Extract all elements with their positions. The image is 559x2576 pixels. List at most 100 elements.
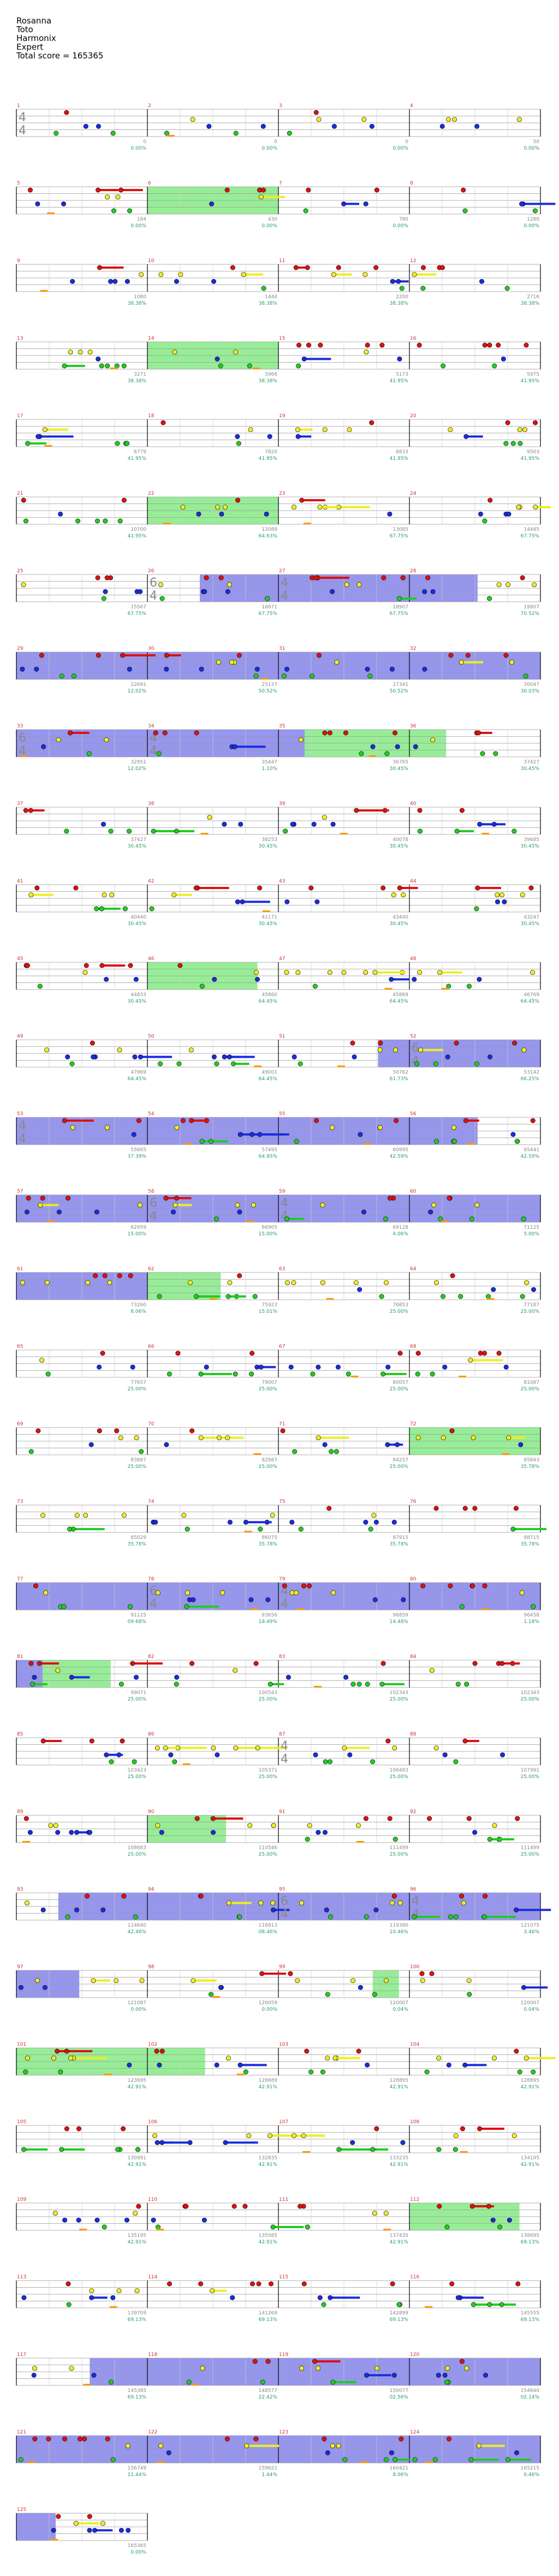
measure-number: 66 xyxy=(148,1344,154,1349)
sustain-tail xyxy=(153,830,181,832)
note-gem xyxy=(185,1526,190,1532)
measure-number: 18 xyxy=(148,413,154,419)
measure-number: 21 xyxy=(17,491,23,496)
time-signature-top: 4 xyxy=(281,1197,288,1210)
note-gem xyxy=(516,505,521,510)
measure-number: 62 xyxy=(148,1266,154,1272)
note-gem xyxy=(217,1435,222,1441)
measure-percent: 35.78% xyxy=(128,1542,147,1547)
kick-note xyxy=(363,1143,371,1145)
note-gem xyxy=(44,1280,50,1286)
measure-number: 60 xyxy=(410,1189,417,1194)
note-gem xyxy=(164,131,170,136)
time-signature-top: 4 xyxy=(412,1894,419,1908)
note-gem xyxy=(247,363,252,369)
kick-note xyxy=(466,1143,474,1145)
note-gem xyxy=(51,2056,57,2061)
measure-number: 63 xyxy=(279,1266,285,1272)
measure-number: 124 xyxy=(410,2430,419,2435)
note-gem xyxy=(305,2224,310,2230)
note-gem xyxy=(330,589,335,594)
measure-number: 4 xyxy=(410,103,413,109)
note-gem xyxy=(183,2204,189,2209)
note-gem xyxy=(482,1583,487,1589)
note-gem xyxy=(448,1583,453,1589)
note-gem xyxy=(325,2056,330,2061)
note-gem xyxy=(207,815,212,820)
note-gem xyxy=(116,2288,122,2294)
measure-score: 430 xyxy=(268,217,277,222)
note-gem xyxy=(92,2527,98,2533)
time-signature-bottom: 4 xyxy=(19,1132,26,1146)
measure-score: 50 xyxy=(533,139,540,145)
note-gem xyxy=(194,1816,200,1821)
note-gem xyxy=(447,1195,452,1201)
sustain-tail xyxy=(391,978,410,981)
measure-score: 22691 xyxy=(130,682,146,688)
note-gem xyxy=(174,1125,180,1130)
measure-number: 122 xyxy=(148,2430,157,2435)
note-gem xyxy=(397,1351,403,1356)
measure-score: 32951 xyxy=(130,760,146,765)
note-gem xyxy=(453,1759,459,1764)
measure-percent: 25.00% xyxy=(128,1697,147,1702)
measure-percent: 42.91% xyxy=(128,2085,147,2090)
note-gem xyxy=(318,342,323,348)
sustain-tail xyxy=(106,1754,123,1756)
note-gem xyxy=(154,2140,160,2145)
note-gem xyxy=(115,2147,121,2152)
note-gem xyxy=(459,1893,465,1899)
measure-number: 97 xyxy=(17,1964,23,1970)
note-gem xyxy=(312,984,318,989)
note-gem xyxy=(91,1978,96,1983)
note-gem xyxy=(134,1435,139,1441)
note-gem xyxy=(336,2443,341,2449)
note-gem xyxy=(187,1280,193,1286)
note-gem xyxy=(327,970,332,975)
note-gem xyxy=(433,1745,439,1751)
measure-number: 105 xyxy=(17,2119,26,2125)
note-gem xyxy=(167,2281,173,2287)
kick-note xyxy=(350,1376,359,1377)
note-gem xyxy=(504,286,510,291)
note-gem xyxy=(87,350,93,355)
sustain-tail xyxy=(122,654,156,656)
note-gem xyxy=(371,1513,377,1518)
note-gem xyxy=(491,2056,497,2061)
note-gem xyxy=(214,1061,219,1067)
note-gem xyxy=(256,2281,261,2287)
note-gem xyxy=(35,434,41,439)
measure-percent: 25.00% xyxy=(390,1697,409,1702)
measure-percent: 30.45% xyxy=(128,921,147,927)
time-signature-top: 6 xyxy=(150,576,157,590)
measure-percent: 35.78% xyxy=(521,1464,540,1470)
time-signature-top: 4 xyxy=(19,1119,26,1133)
kick-note xyxy=(209,1298,217,1300)
note-gem xyxy=(291,505,296,510)
note-gem xyxy=(496,342,501,348)
note-gem xyxy=(344,582,349,588)
measure-score: 77657 xyxy=(130,1380,146,1385)
note-gem xyxy=(524,2056,529,2061)
note-gem xyxy=(18,1985,23,1990)
note-gem xyxy=(514,1139,520,1144)
note-gem xyxy=(224,187,230,193)
kick-note xyxy=(384,988,393,990)
note-gem xyxy=(342,1745,347,1751)
note-gem xyxy=(531,2069,536,2075)
sustain-tail xyxy=(314,2360,341,2362)
note-gem xyxy=(164,666,169,672)
measure-number: 59 xyxy=(279,1189,286,1194)
note-gem xyxy=(332,2056,338,2061)
measure-score: 106483 xyxy=(390,1768,408,1773)
sustain-tail xyxy=(439,971,462,974)
measure-score: 5975 xyxy=(527,372,539,377)
note-gem xyxy=(243,2069,248,2075)
sustain-tail xyxy=(466,435,483,438)
measure-score: 57495 xyxy=(261,1147,277,1153)
measure-percent: 30.45% xyxy=(128,844,147,849)
sustain-tail xyxy=(461,661,484,664)
note-gem xyxy=(174,828,179,834)
note-gem xyxy=(20,666,25,672)
measure-percent: 42.91% xyxy=(128,2162,147,2168)
